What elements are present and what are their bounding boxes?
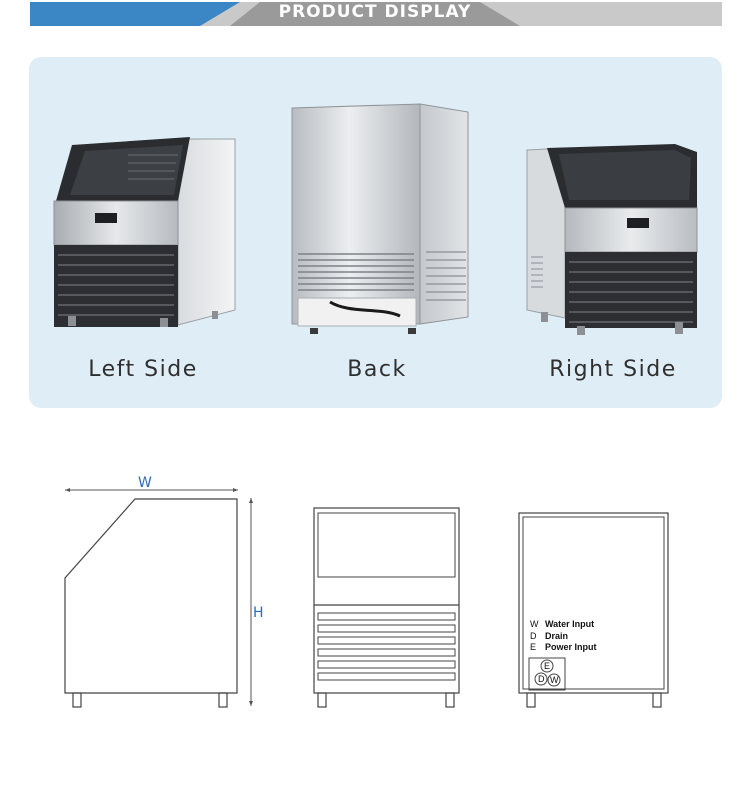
front-elevation-drawing: [313, 507, 460, 708]
legend-code-d: D: [530, 631, 537, 641]
port-label-d: D: [538, 674, 545, 684]
legend-text-water-input: Water Input: [545, 619, 594, 629]
photo-label-right-side: Right Side: [549, 357, 677, 382]
header-accent-stripe: [30, 2, 520, 26]
section-header-bar: [30, 2, 722, 26]
ice-machine-right-side-image: [526, 144, 698, 335]
power-port-icon: [540, 659, 554, 673]
port-label-w: W: [550, 675, 559, 685]
ice-machine-back-image: [291, 103, 469, 334]
legend-code-w: W: [530, 619, 539, 629]
width-dimension-label: W: [138, 475, 152, 491]
water-port-icon: [547, 673, 561, 687]
legend-code-e: E: [530, 642, 536, 652]
photo-label-back: Back: [347, 357, 407, 382]
legend-text-power-input: Power Input: [545, 642, 597, 652]
ice-machine-left-side-image: [53, 137, 236, 327]
drain-port-icon: [534, 672, 548, 686]
section-title: PRODUCT DISPLAY: [278, 2, 472, 22]
back-elevation-drawing: W Water Input D Drain E Power Input E D …: [518, 512, 669, 708]
port-label-e: E: [544, 661, 550, 671]
side-elevation-drawing: W H: [64, 475, 264, 708]
height-dimension-label: H: [253, 605, 264, 621]
legend-text-drain: Drain: [545, 631, 568, 641]
photo-label-left-side: Left Side: [88, 357, 198, 382]
